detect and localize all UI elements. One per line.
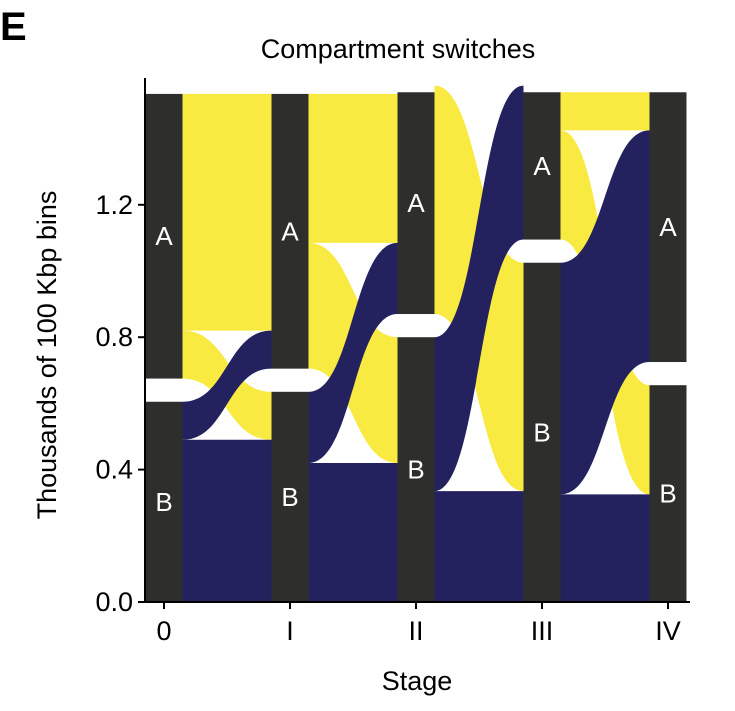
stage-bar-A [649,92,687,363]
x-tick-label: IV [655,616,681,646]
x-tick-label: 0 [156,616,171,646]
x-tick-label: II [408,616,423,646]
stage-bar-B [271,391,309,602]
stage-bar-A [145,93,183,379]
stage-bar-B [523,262,561,602]
flow-B-to-A [182,330,272,440]
panel-letter: E [0,5,27,49]
compartment-label-B: B [533,417,550,447]
flow-B-to-B [434,491,524,602]
stage-bar-B [397,337,435,602]
x-tick-label: I [286,616,294,646]
compartment-label-A: A [281,216,299,246]
x-tick-label: III [531,616,554,646]
compartment-label-B: B [281,482,298,512]
x-axis-label: Stage [382,666,453,696]
stage-bar-A [397,92,435,315]
flow-B-to-B [308,462,398,602]
stage-bar-A [523,92,561,240]
y-axis-label: Thousands of 100 Kbp bins [32,191,62,520]
flow-A-to-A [560,92,650,131]
flow-B-to-B [560,494,650,602]
y-tick-label: 0.0 [95,587,133,617]
flow-B-to-A [434,85,524,492]
compartment-label-B: B [407,455,424,485]
compartment-label-B: B [155,487,172,517]
chart-title: Compartment switches [261,34,536,64]
stage-bar-B [649,385,687,602]
flow-B-to-B [182,439,272,602]
flow-B-to-A [308,242,398,463]
compartment-label-A: A [155,221,173,251]
compartment-label-A: A [533,151,551,181]
stage-bars: B A B A B A B A B A [145,92,687,602]
y-tick-label: 1.2 [95,190,133,220]
flow-B-to-A [560,130,650,495]
stage-bar-B [145,401,183,602]
y-tick-label: 0.4 [95,455,133,485]
y-tick-label: 0.8 [95,322,133,352]
compartment-label-A: A [659,212,677,242]
compartment-label-A: A [407,188,425,218]
compartment-label-B: B [659,479,676,509]
flow-A-to-A [308,93,398,243]
flow-bands [182,85,650,602]
flow-A-to-A [182,93,272,331]
stage-bar-A [271,93,309,369]
